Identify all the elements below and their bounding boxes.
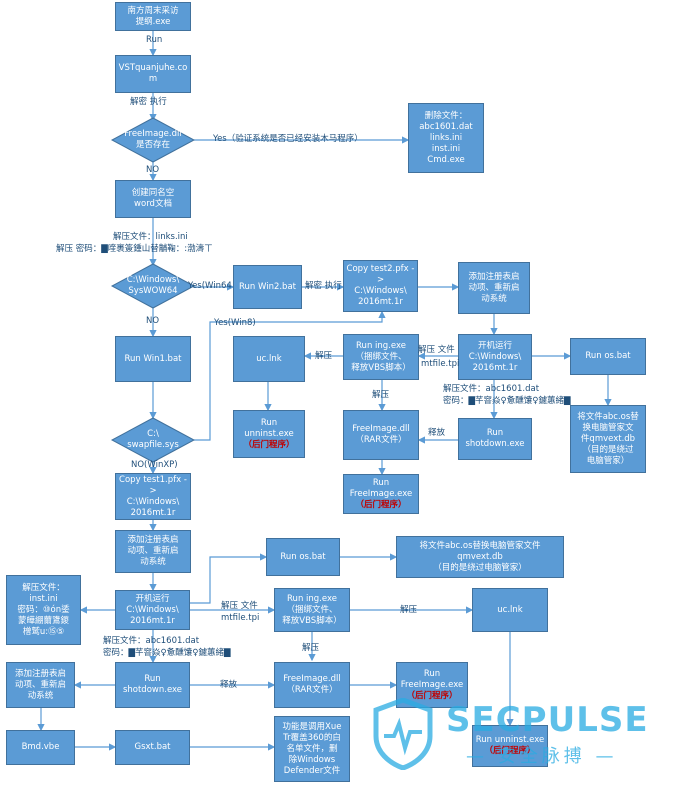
node-run-unninst-1: Run unninst.exe（后门程序）: [233, 410, 305, 458]
label-yes-win64: Yes(Win64: [188, 281, 232, 291]
node-copy-test2: Copy test2.pfx -> C:\Windows\2016mt.1r: [343, 260, 418, 312]
node-replace-qmvext-1: 将文件abc.os替换电脑管家文 件qmvext.db（目的是绕过 电脑管家）: [570, 405, 646, 473]
node-uc-lnk-2: uc.lnk: [472, 588, 548, 632]
label-release-1: 释放: [428, 428, 446, 438]
edge-swap-copy2: [194, 310, 386, 441]
node-run-win1: Run Win1.bat: [115, 336, 191, 382]
diamond-freeimage-check: [110, 117, 196, 163]
label-release-2: 释放: [220, 680, 238, 690]
label-unzip-2: 解压: [372, 390, 390, 400]
node-add-reg-1: 添加注册表启动项、重新启 动系统: [458, 262, 530, 314]
node-copy-test1: Copy test1.pfx -> C:\Windows\2016mt.1r: [115, 473, 191, 520]
node-add-reg-2: 添加注册表启动项、重新启 动系统: [115, 530, 191, 573]
diamond-syswow: [110, 263, 196, 309]
watermark-text: SECPULSE: [446, 700, 649, 740]
label-yes-win8: Yes(Win8): [214, 318, 256, 328]
label-run: Run: [146, 35, 163, 45]
label-unzip-file-2: 解压 文件: [221, 601, 258, 611]
label-unzip-file-1: 解压 文件: [418, 345, 455, 355]
node-freeimage-dll-1: FreeImage.dll（RAR文件）: [343, 410, 419, 460]
label-no-1: NO: [146, 165, 160, 175]
label-decrypt-exec-2: 解密 执行: [305, 281, 342, 291]
label-unzip-3: 解压: [400, 605, 418, 615]
node-run-ing-1: Run ing.exe（捆绑文件、 释放VBS脚本）: [343, 334, 419, 380]
node-run-os-2: Run os.bat: [266, 538, 340, 576]
label-unzip-abc-2: 解压文件：abc1601.dat: [103, 636, 200, 646]
label-unzip-1: 解压: [315, 351, 333, 361]
node-run-unninst-2: Run unninst.exe（后门程序）: [472, 725, 548, 767]
node-run-os-1: Run os.bat: [570, 338, 646, 375]
label-no-2: NO: [146, 316, 160, 326]
edge-boot2-os2: [190, 553, 268, 604]
label-yes-check: Yes（验证系统是否已经安装木马程序）: [213, 134, 363, 144]
diamond-swapfile: [110, 417, 196, 463]
label-mtfile-1: mtfile.tpi: [421, 359, 460, 369]
label-decrypt-exec: 解密 执行: [130, 97, 167, 107]
label-no-winxp: NO(WinXP): [131, 460, 178, 470]
node-run-win2: Run Win2.bat: [233, 265, 302, 309]
node-gsxt-bat: Gsxt.bat: [115, 730, 190, 765]
label-unzip-abc-1: 解压文件：abc1601.dat: [443, 384, 540, 394]
node-syswow64: C:\Windows\SysWOW64: [126, 275, 180, 296]
secpulse-shield-logo: [373, 698, 433, 770]
label-unzip-links: 解压文件：links.ini: [113, 232, 188, 242]
label-unzip-4: 解压: [302, 643, 320, 653]
node-bmd-vbe: Bmd.vbe: [6, 730, 75, 765]
node-run-ing-2: Run ing.exe（捆绑文件、 释放VBS脚本）: [274, 588, 350, 632]
node-freeimage-dll-2: FreeImage.dll（RAR文件）: [274, 662, 350, 708]
label-pwd-abc-1: 密码：▇芊窨焱♀惫醺馕♀鑢蕙緒▇: [443, 396, 571, 406]
node-unzip-inst: 解压文件：inst.ini 密码：⑩ón鋈蒙皣綳薾鷕鍐 橧鹫u:⑮⑤: [6, 575, 81, 645]
label-unzip-pwd: 解压 密码：▇喹裹簽鍾山替黼鞠：:渤濤ㄒ: [56, 244, 213, 254]
watermark-subtitle: — 安全脉搏 —: [466, 746, 618, 767]
label-mtfile-2: mtfile.tpi: [221, 613, 260, 623]
label-pwd-abc-2: 密码：▇芊窨焱♀惫醺馕♀鑢蕙緒▇: [103, 648, 231, 658]
node-uc-lnk-1: uc.lnk: [233, 336, 305, 382]
node-add-reg-3: 添加注册表启动项、重新启 动系统: [6, 662, 75, 708]
node-swapfile: C:\swapfile.sys: [127, 429, 179, 450]
node-start: 南方周末采访提纲.exe: [115, 2, 191, 31]
